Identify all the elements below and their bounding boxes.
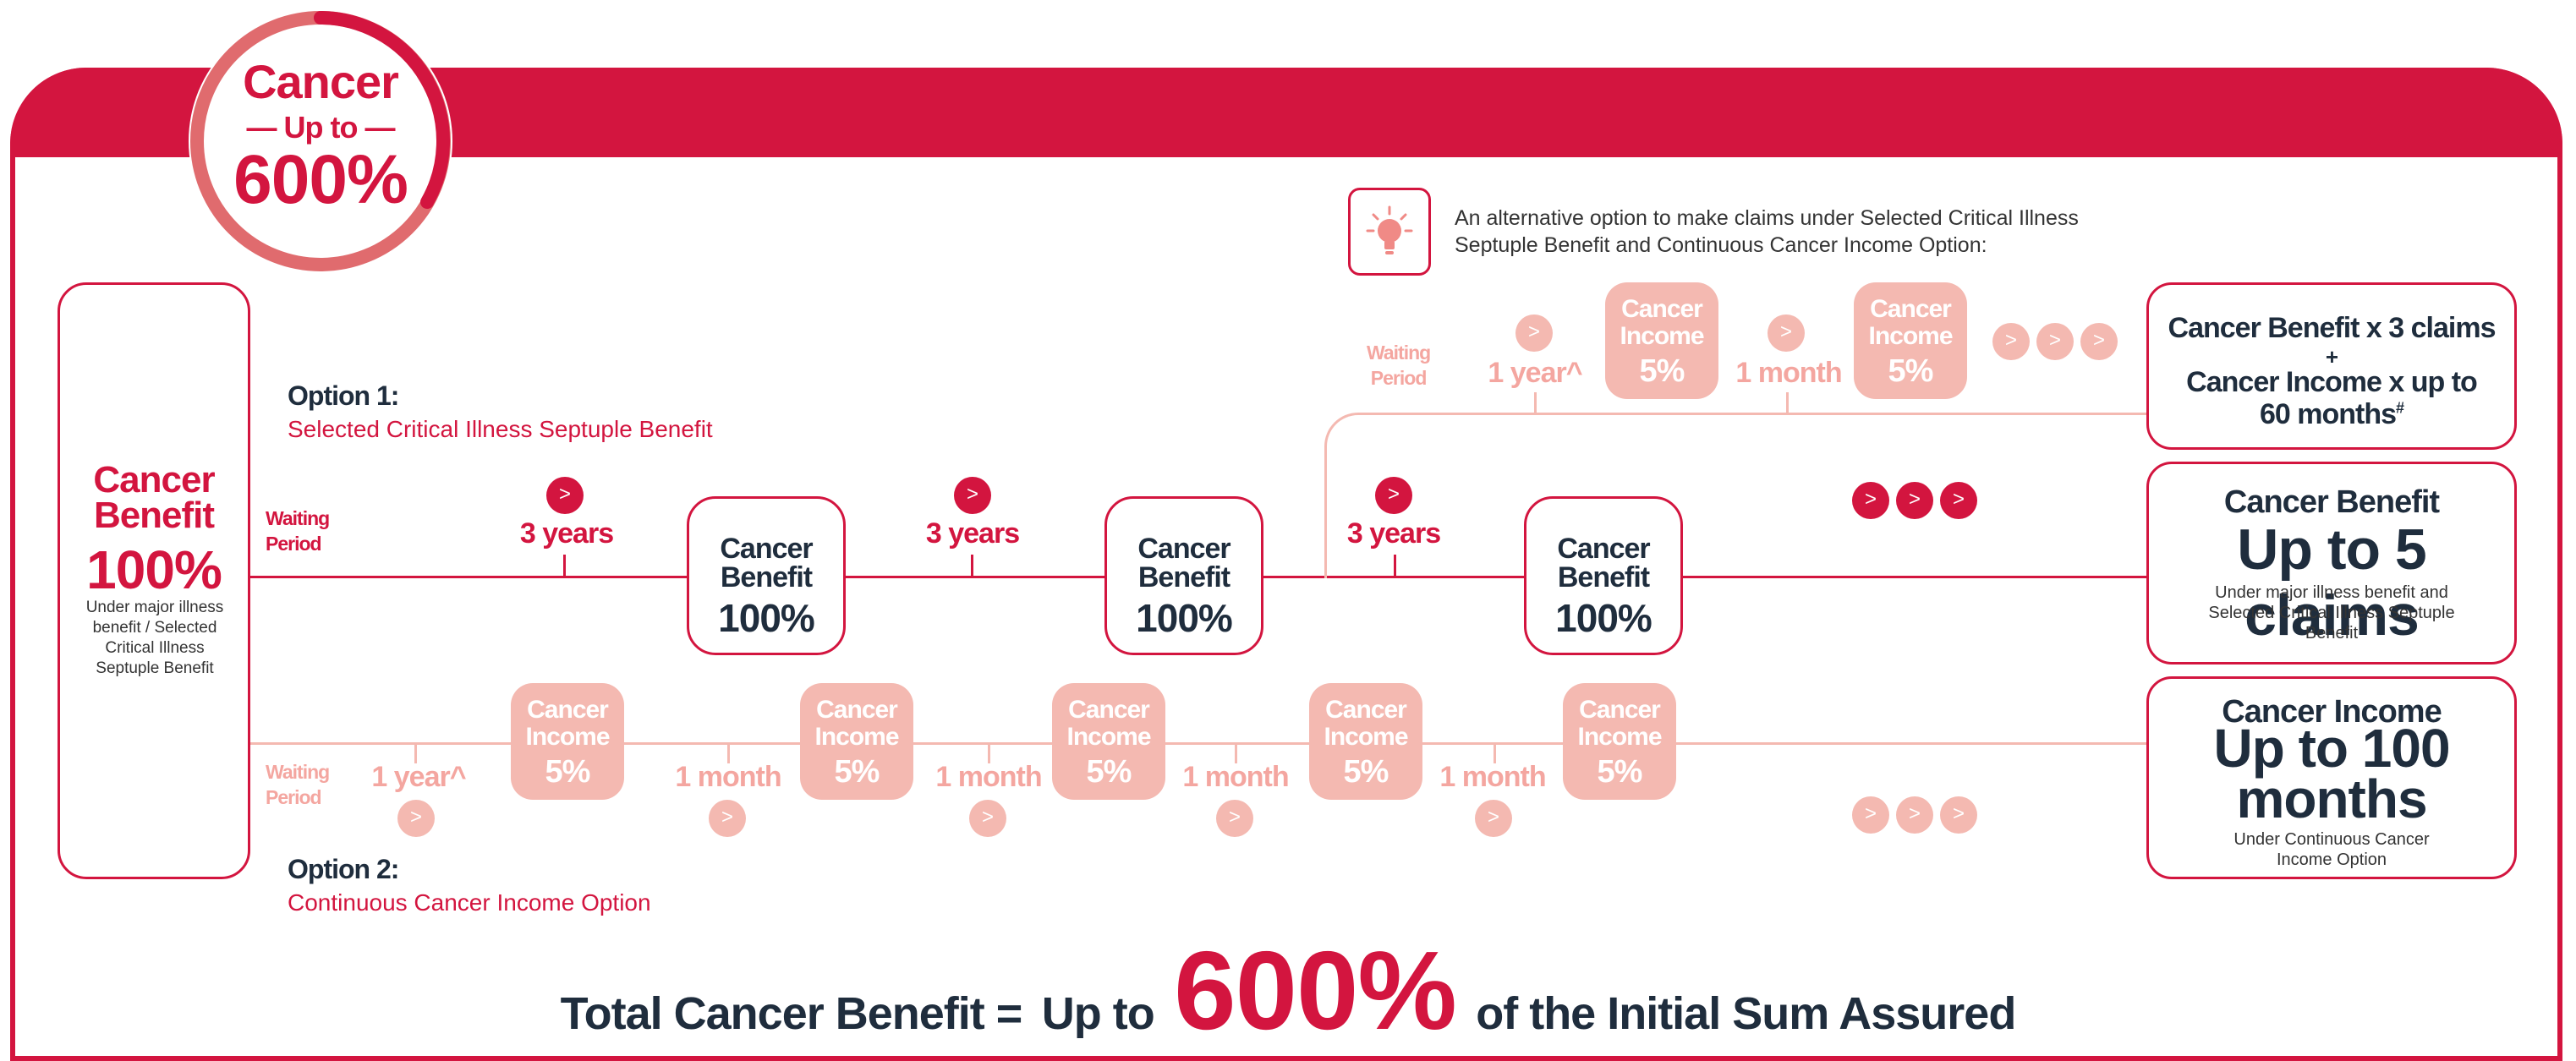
badge-subtitle: — Up to —	[246, 110, 396, 145]
badge-value: 600%	[233, 141, 408, 218]
arrow-icon: >	[1852, 482, 1889, 519]
cancer-income-summary-box: Cancer Income Up to 100 months Under Con…	[2146, 676, 2517, 879]
alternative-waiting-period: Waiting Period	[1367, 342, 1431, 389]
arrow-icon: >	[1896, 482, 1933, 519]
timeline-tick	[1494, 743, 1496, 763]
option2-title: Option 2:	[288, 854, 399, 884]
arrow-icon: >	[397, 800, 435, 837]
duration-label: 1 month	[1439, 761, 1546, 793]
option1-subtitle: Selected Critical Illness Septuple Benef…	[288, 416, 713, 442]
arrow-icon: >	[954, 477, 991, 514]
duration-label: 3 years	[1346, 517, 1441, 550]
badge-ring	[189, 9, 452, 273]
alternative-branch-line	[1324, 413, 1375, 578]
total-cancer-benefit: Total Cancer Benefit = Up to 600% of the…	[0, 927, 2576, 1054]
total-prefix: Total Cancer Benefit =	[560, 988, 1023, 1039]
timeline-tick	[414, 743, 417, 763]
arrow-icon: >	[1940, 796, 1977, 834]
duration-label: 1 month	[935, 761, 1042, 793]
tip-text: An alternative option to make claims und…	[1455, 206, 2079, 257]
total-up-to: Up to	[1041, 988, 1155, 1039]
duration-label: 1 month	[1182, 761, 1289, 793]
arrow-icon: >	[1768, 314, 1805, 352]
left-title: Cancer Benefit	[60, 459, 248, 536]
initial-cancer-benefit-box: Cancer Benefit 100% Under major illness …	[58, 282, 250, 879]
timeline-tick	[563, 555, 566, 577]
timeline-tick	[1235, 743, 1237, 763]
timeline-tick	[727, 743, 730, 763]
badge: Cancer — Up to — 600%	[184, 5, 457, 277]
arrow-icon: >	[709, 800, 746, 837]
arrow-icon: >	[1940, 482, 1977, 519]
option2-timeline	[250, 742, 2148, 745]
duration-label: 1 month	[675, 761, 781, 793]
total-value: 600%	[1174, 928, 1457, 1053]
duration-label: 1 month	[1735, 357, 1842, 389]
arrow-icon: >	[969, 800, 1006, 837]
total-suffix: of the Initial Sum Assured	[1476, 988, 2016, 1039]
duration-label: 3 years	[925, 517, 1020, 550]
alternative-timeline	[1370, 413, 2148, 415]
duration-label: 3 years	[519, 517, 614, 550]
combo-summary-box: Cancer Benefit x 3 claims + Cancer Incom…	[2146, 282, 2517, 450]
duration-label: 1 year^	[1488, 357, 1582, 389]
timeline-tick	[1534, 392, 1537, 414]
arrow-icon: >	[1515, 314, 1553, 352]
arrow-icon: >	[1375, 477, 1412, 514]
arrow-icon: >	[1896, 796, 1933, 834]
timeline-tick	[1394, 555, 1396, 577]
left-title-line1: Cancer	[93, 459, 215, 500]
arrow-icon: >	[2036, 323, 2074, 360]
option1-waiting-period: Waiting Period	[266, 507, 330, 555]
arrow-icon: >	[1852, 796, 1889, 834]
left-value: 100%	[86, 539, 222, 600]
arrow-icon: >	[546, 477, 584, 514]
option2-waiting-period: Waiting Period	[266, 761, 330, 808]
option2-subtitle: Continuous Cancer Income Option	[288, 889, 651, 916]
timeline-tick	[988, 743, 990, 763]
lightbulb-icon	[1348, 188, 1431, 276]
timeline-tick	[971, 555, 973, 577]
left-note: Under major illness benefit / Selected C…	[85, 599, 224, 677]
arrow-icon: >	[2080, 323, 2118, 360]
left-title-line2: Benefit	[93, 495, 215, 536]
option1-title: Option 1:	[288, 380, 399, 411]
arrow-icon: >	[1216, 800, 1253, 837]
cancer-benefit-summary-box: Cancer Benefit Up to 5 claims Under majo…	[2146, 462, 2517, 664]
arrow-icon: >	[1475, 800, 1512, 837]
badge-title: Cancer	[243, 55, 399, 108]
duration-label: 1 year^	[371, 761, 466, 793]
arrow-icon: >	[1992, 323, 2030, 360]
timeline-tick	[1786, 392, 1789, 414]
